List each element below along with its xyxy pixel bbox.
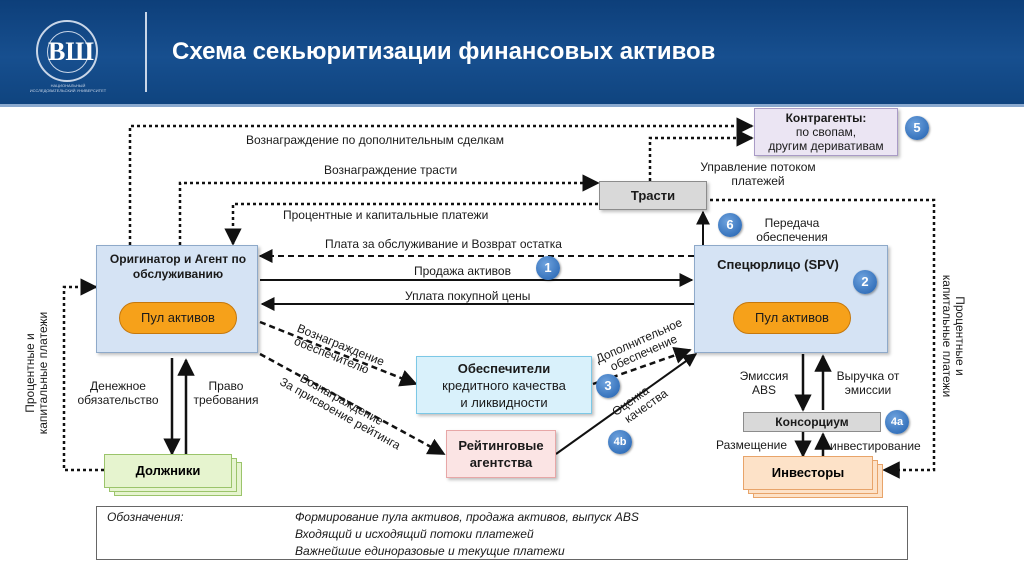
legend-item-dotted: Важнейшие единоразовые и текущие платежи xyxy=(295,544,565,558)
link-reward-rating xyxy=(259,352,446,456)
label-service-fee: Плата за обслуживание и Возврат остатка xyxy=(325,237,562,251)
link-reward-enhancer xyxy=(259,320,418,387)
label-money-line2: обязательство xyxy=(77,393,159,407)
badge-6: 6 xyxy=(718,213,742,237)
label-collateral-line2: обеспечения xyxy=(756,230,828,244)
label-issue-line2: ABS xyxy=(751,383,776,397)
trustee-label: Трасти xyxy=(630,188,676,203)
debtors-stack-front: Должники xyxy=(104,454,232,488)
label-proceeds-line1: Выручка от xyxy=(836,369,900,383)
rating-agencies-line2: агентства xyxy=(469,455,533,470)
label-collateral-transfer: Передача обеспечения xyxy=(744,216,840,244)
originator-node: Оригинатор и Агент по обслуживанию Пул а… xyxy=(96,245,258,353)
badge-4a: 4a xyxy=(885,410,909,434)
legend-box: Обозначения: Формирование пула активов, … xyxy=(96,506,908,560)
header-bar: ВШ НАЦИОНАЛЬНЫЙ ИССЛЕДОВАТЕЛЬСКИЙ УНИВЕР… xyxy=(0,0,1024,107)
credit-enhancers-line3: и ликвидности xyxy=(460,395,548,410)
counterparties-line2: по свопам, xyxy=(795,125,857,139)
badge-5: 5 xyxy=(905,116,929,140)
legend-item-solid: Формирование пула активов, продажа актив… xyxy=(295,510,639,524)
label-left-vertical-line2: капитальные платежи xyxy=(36,311,50,435)
spv-node: Спецюрлицо (SPV) Пул активов xyxy=(694,245,888,353)
link-right-vertical xyxy=(710,198,936,479)
label-money-line1: Денежное xyxy=(90,379,146,393)
link-left-vertical xyxy=(62,278,104,472)
label-proceeds-line2: эмиссии xyxy=(844,383,892,397)
investors-node: Инвесторы xyxy=(743,456,885,500)
label-abs-issue: Эмиссия ABS xyxy=(732,369,796,397)
logo-letters: ВШ xyxy=(47,31,94,73)
label-issue-line1: Эмиссия xyxy=(739,369,789,383)
trustee-node: Трасти xyxy=(599,181,707,210)
originator-label: Оригинатор и Агент по обслуживанию xyxy=(109,252,247,281)
badge-4b: 4b xyxy=(608,430,632,454)
label-flow-management: Управление потоком платежей xyxy=(688,160,828,188)
label-right-line2: требования xyxy=(193,393,259,407)
link-quality-assessment xyxy=(555,353,698,455)
label-investing: инвестирование xyxy=(830,439,921,453)
label-flow-management-line2: платежей xyxy=(731,174,785,188)
label-right-claim: Право требования xyxy=(188,379,264,407)
label-interest-capital: Процентные и капитальные платежи xyxy=(283,208,489,222)
label-right-vertical-line1: Процентные и xyxy=(953,296,967,376)
investors-label: Инвесторы xyxy=(771,465,845,480)
investors-stack-front: Инвесторы xyxy=(743,456,873,490)
label-collateral-line1: Передача xyxy=(764,216,820,230)
debtors-label: Должники xyxy=(135,463,201,478)
credit-enhancers-line2: кредитного качества xyxy=(442,378,566,393)
badge-2: 2 xyxy=(853,270,877,294)
link-additional-collateral xyxy=(592,346,692,386)
label-placement: Размещение xyxy=(716,438,787,452)
header-divider xyxy=(145,12,147,92)
legend-item-dashed: Входящий и исходящий потоки платежей xyxy=(295,527,534,541)
credit-enhancers-title: Обеспечители xyxy=(457,361,551,376)
label-sale-assets: Продажа активов xyxy=(414,264,511,278)
counterparties-line3: другим деривативам xyxy=(768,139,884,153)
label-issue-proceeds: Выручка от эмиссии xyxy=(830,369,906,397)
credit-enhancers-node: Обеспечители кредитного качества и ликви… xyxy=(416,356,592,414)
debtors-node: Должники xyxy=(104,454,244,498)
label-right-vertical-line2: капитальные платежи xyxy=(940,274,954,398)
label-flow-management-line1: Управление потоком xyxy=(700,160,816,174)
university-logo: ВШ xyxy=(36,20,98,82)
link-reward-trustee xyxy=(178,174,600,245)
label-purchase-price: Уплата покупной цены xyxy=(405,289,531,303)
rating-agencies-line1: Рейтинговые xyxy=(458,438,544,453)
legend-title: Обозначения: xyxy=(107,510,184,524)
originator-asset-pool: Пул активов xyxy=(119,302,237,334)
link-interest-capital xyxy=(224,202,598,246)
label-right-line1: Право xyxy=(208,379,244,393)
badge-3: 3 xyxy=(596,374,620,398)
label-reward-additional: Вознаграждение по дополнительным сделкам xyxy=(246,133,504,147)
label-reward-trustee: Вознаграждение трасти xyxy=(324,163,458,177)
counterparties-node: Контрагенты: по свопам, другим дериватив… xyxy=(754,108,898,156)
label-money-obligation: Денежное обязательство xyxy=(64,379,172,407)
rating-agencies-node: Рейтинговые агентства xyxy=(446,430,556,478)
link-trustee-counterparties xyxy=(648,129,754,181)
spv-asset-pool: Пул активов xyxy=(733,302,851,334)
logo-caption: НАЦИОНАЛЬНЫЙ ИССЛЕДОВАТЕЛЬСКИЙ УНИВЕРСИТ… xyxy=(29,83,107,93)
consortium-label: Консорциум xyxy=(775,415,849,429)
label-right-vertical-payments: Процентные и капитальные платежи xyxy=(940,256,967,416)
label-left-vertical-payments: Процентные и капитальные платежи xyxy=(23,298,50,448)
counterparties-title: Контрагенты: xyxy=(785,111,867,125)
page-title: Схема секьюритизации финансовых активов xyxy=(172,38,716,65)
spv-label: Спецюрлицо (SPV) xyxy=(717,257,839,272)
consortium-node: Консорциум xyxy=(743,412,881,432)
badge-1: 1 xyxy=(536,256,560,280)
